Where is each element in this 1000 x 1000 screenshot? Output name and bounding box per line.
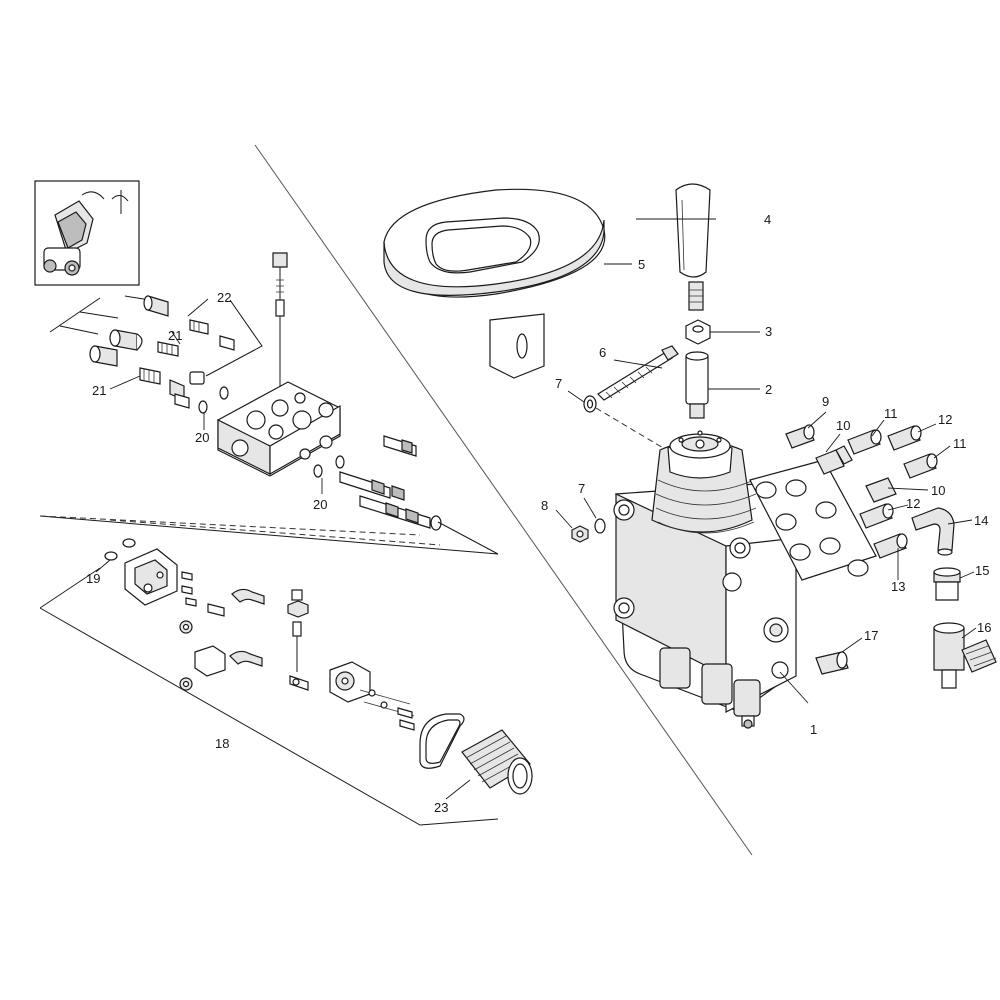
thumbnail-inset [34,180,140,286]
callout-16: 16 [977,620,991,635]
callout-11: 11 [953,436,967,451]
callout-21: 21 [92,383,106,398]
section-divider-line [254,144,753,856]
callout-7: 7 [578,481,585,496]
callout-10: 10 [836,418,850,433]
callout-12: 12 [938,412,952,427]
callout-5: 5 [638,257,645,272]
callout-2: 2 [765,382,772,397]
callout-23: 23 [434,800,448,815]
callout-20: 20 [195,430,209,445]
callout-10: 10 [931,483,945,498]
joystick-assembly [383,183,997,729]
callout-18: 18 [215,736,229,751]
callout-3: 3 [765,324,772,339]
callout-11: 11 [884,406,898,421]
callout-labels: 1 2 3 4 5 6 7 7 8 9 10 10 11 11 12 12 13… [86,212,991,815]
callout-7: 7 [555,376,562,391]
callout-15: 15 [975,563,989,578]
callout-17: 17 [864,628,878,643]
callout-21: 21 [168,328,182,343]
callout-14: 14 [974,513,988,528]
callout-19: 19 [86,571,100,586]
callout-13: 13 [891,579,905,594]
callout-8: 8 [541,498,548,513]
callout-6: 6 [599,345,606,360]
valve-section-assembly [39,252,499,555]
callout-9: 9 [822,394,829,409]
callout-1: 1 [810,722,817,737]
callout-20: 20 [313,497,327,512]
cover-assembly [39,515,533,826]
callout-4: 4 [764,212,771,227]
callout-12: 12 [906,496,920,511]
leader-lines [95,218,977,800]
callout-22: 22 [217,290,231,305]
